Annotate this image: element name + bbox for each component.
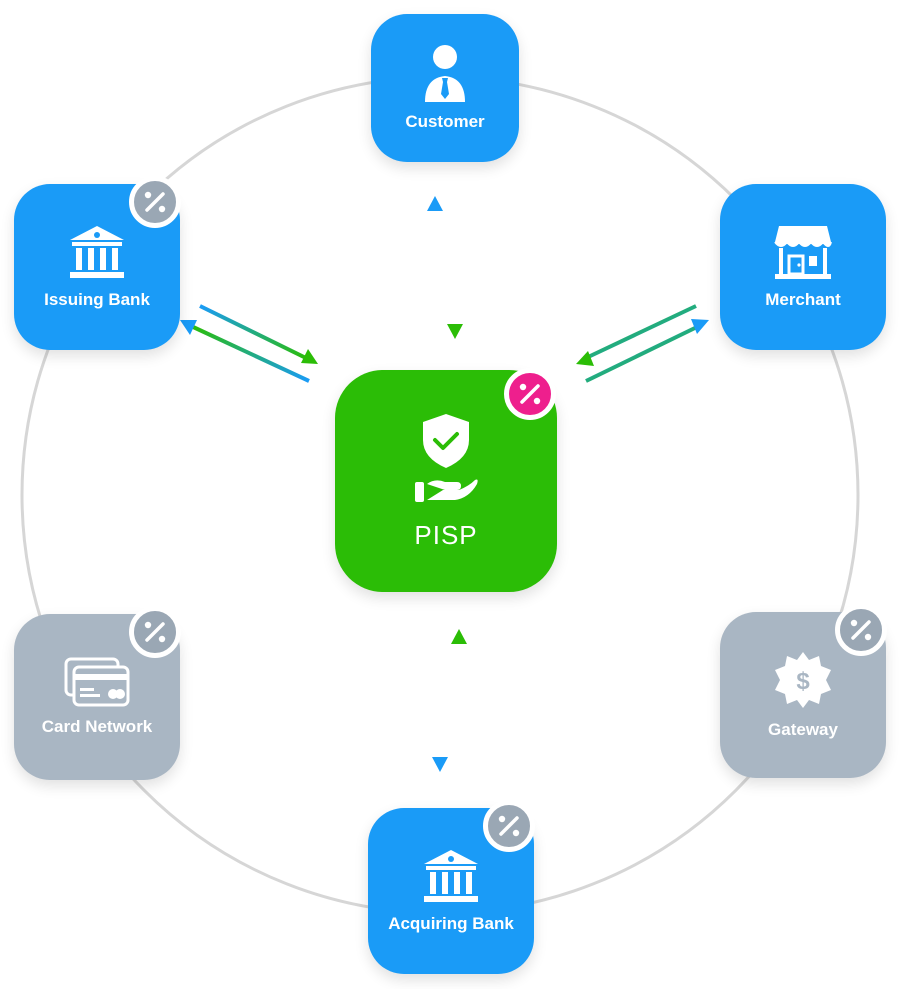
arrow-pisp-to-customer	[427, 196, 443, 333]
card-network-percent-badge	[129, 606, 181, 658]
customer-node[interactable]: Customer	[371, 14, 519, 162]
issuing-bank-percent-badge	[129, 176, 181, 228]
storefront-icon	[774, 226, 832, 279]
issuing-bank-node[interactable]: Issuing Bank	[14, 176, 181, 350]
acquiring-bank-node[interactable]: Acquiring Bank	[368, 800, 535, 974]
svg-text:$: $	[796, 668, 810, 695]
gateway-node[interactable]: $ Gateway	[720, 604, 887, 778]
arrow-customer-to-pisp	[447, 206, 463, 339]
merchant-node[interactable]: Merchant	[720, 184, 886, 350]
issuing-bank-label: Issuing Bank	[44, 290, 150, 309]
acquiring-bank-label: Acquiring Bank	[388, 914, 514, 933]
card-network-node[interactable]: Card Network	[14, 606, 181, 780]
percent-icon	[850, 619, 872, 641]
arrow-acquiring-to-pisp	[451, 629, 467, 762]
gateway-label: Gateway	[768, 720, 838, 739]
arrow-issuing-to-pisp	[199, 304, 318, 364]
bank-icon	[424, 850, 478, 902]
arrow-pisp-to-acquiring	[432, 637, 448, 772]
pisp-node[interactable]: PISP	[335, 368, 557, 592]
acquiring-bank-percent-badge	[483, 800, 535, 852]
percent-icon	[144, 191, 166, 213]
dollar-gear-icon: $	[775, 652, 831, 708]
pisp-label: PISP	[414, 519, 478, 550]
card-network-label: Card Network	[41, 717, 153, 736]
shield-hand-icon	[415, 413, 478, 502]
bank-icon	[70, 226, 124, 278]
percent-icon	[498, 815, 520, 837]
merchant-label: Merchant	[765, 290, 841, 309]
pisp-percent-badge	[504, 368, 556, 420]
arrow-pisp-to-issuing	[180, 320, 310, 383]
arrow-pisp-to-merchant	[585, 319, 709, 383]
customer-label: Customer	[405, 112, 485, 131]
gateway-percent-badge	[835, 604, 887, 656]
percent-icon	[144, 621, 166, 643]
percent-icon	[519, 383, 541, 405]
cards-icon	[64, 657, 130, 707]
customer-icon	[425, 45, 465, 102]
arrow-merchant-to-pisp	[576, 304, 697, 366]
